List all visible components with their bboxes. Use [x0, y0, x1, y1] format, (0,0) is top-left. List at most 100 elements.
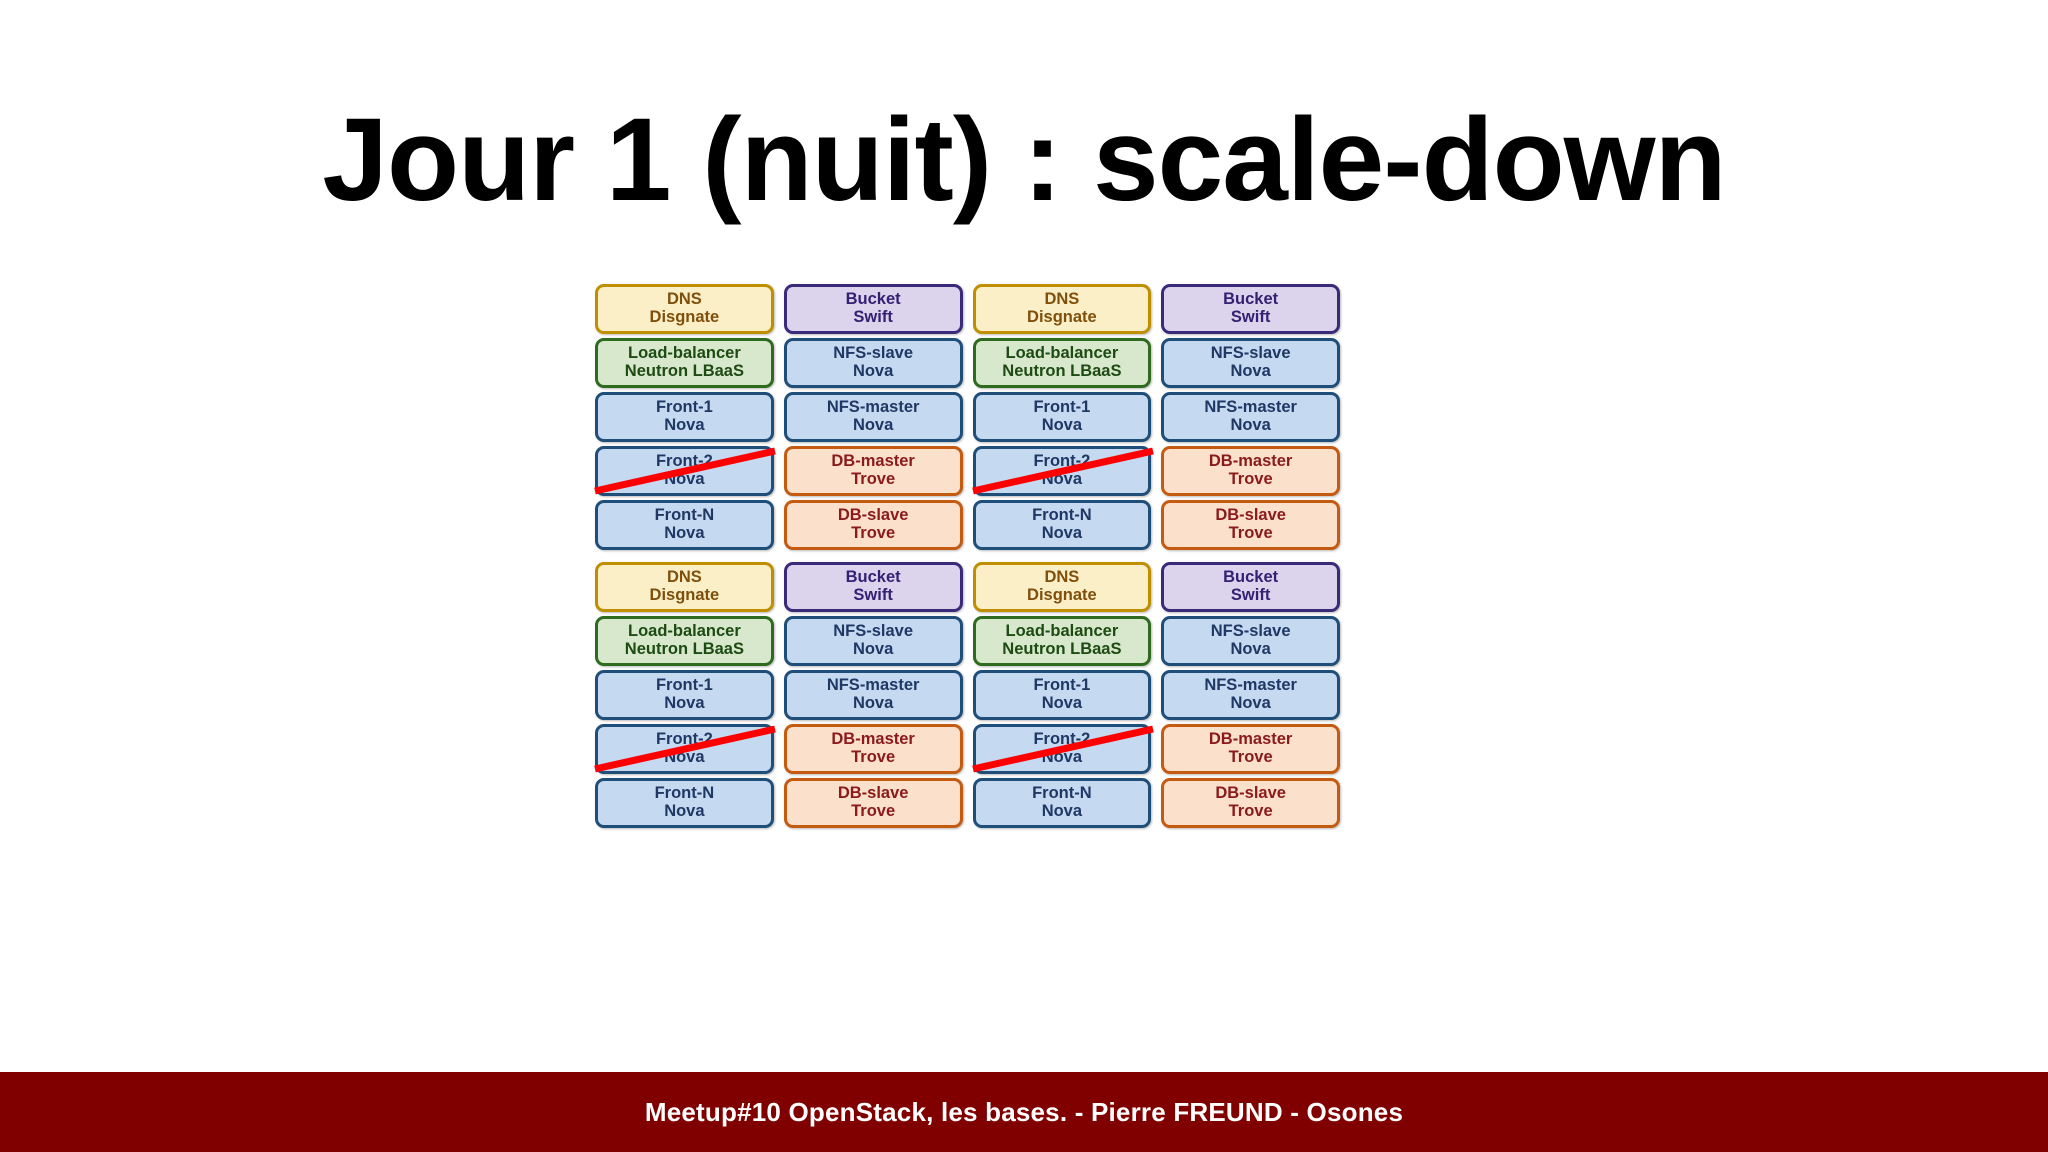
- footer-bar: Meetup#10 OpenStack, les bases. - Pierre…: [0, 1072, 2048, 1152]
- node-service: Nova: [664, 470, 705, 488]
- node-name: Front-2: [1033, 730, 1091, 749]
- node-name: DB-slave: [837, 784, 909, 803]
- node-service: Nova: [664, 524, 705, 542]
- node-service: Disgnate: [1027, 586, 1097, 604]
- footer-text: Meetup#10 OpenStack, les bases. - Pierre…: [644, 1096, 1404, 1127]
- node-name: DB-master: [1208, 730, 1293, 749]
- node-service: Nova: [1230, 362, 1271, 380]
- node-name: DNS: [1044, 290, 1080, 309]
- node-service: Nova: [1230, 640, 1271, 658]
- node-name: Front-2: [655, 452, 713, 471]
- node-service: Swift: [853, 308, 893, 326]
- node-name: DB-slave: [1215, 784, 1286, 803]
- node-service: Swift: [1230, 586, 1271, 604]
- node-service: Nova: [664, 748, 705, 766]
- node-name: Load-balancer: [627, 622, 741, 641]
- node-name: Front-N: [654, 506, 715, 525]
- node-service: Neutron LBaaS: [1002, 362, 1122, 380]
- node-name: DB-slave: [837, 506, 909, 525]
- node-name: DNS: [666, 290, 702, 309]
- node-name: DB-slave: [1215, 506, 1286, 525]
- node-name: Front-2: [1033, 452, 1091, 471]
- node-name: NFS-slave: [1210, 344, 1291, 363]
- node-service: Nova: [1041, 748, 1083, 766]
- node-name: Front-1: [1033, 676, 1091, 695]
- node-service: Trove: [1228, 470, 1273, 488]
- node-service: Nova: [1041, 802, 1083, 820]
- node-service: Disgnate: [1027, 308, 1097, 326]
- node-name: Bucket: [1223, 290, 1279, 309]
- node-name: NFS-master: [826, 676, 920, 695]
- node-name: NFS-master: [1204, 398, 1297, 417]
- node-service: Neutron LBaaS: [624, 362, 744, 380]
- node-name: Front-1: [1033, 398, 1091, 417]
- node-service: Trove: [1228, 524, 1273, 542]
